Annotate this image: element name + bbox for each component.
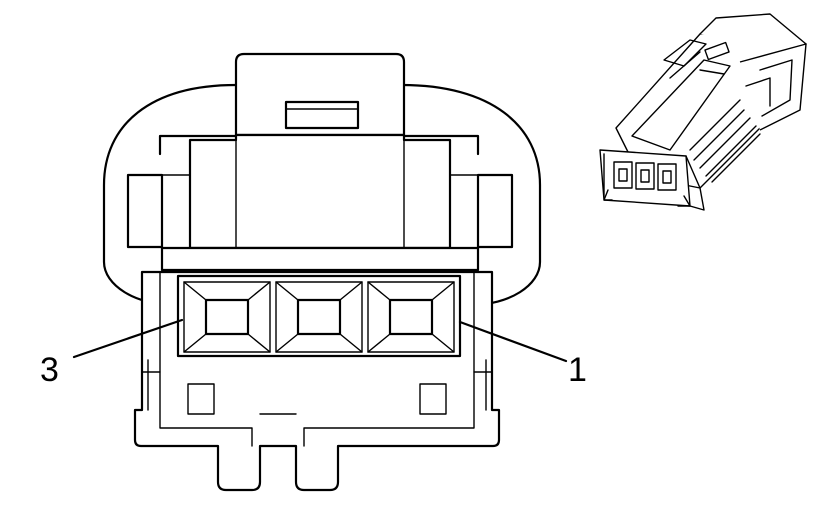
pin-label-1: 1 — [568, 351, 587, 389]
leader-line-pin-1 — [458, 320, 568, 363]
locator-tab-left — [187, 383, 215, 415]
pin-label-3: 3 — [40, 351, 59, 389]
cavity-3 — [183, 281, 271, 353]
inner-body — [188, 133, 452, 250]
connector-face-view: 3 1 — [40, 52, 587, 492]
cavity-2 — [275, 281, 363, 353]
latch-window — [284, 100, 360, 130]
connector-isometric-icon — [599, 13, 807, 211]
shoulder-left — [126, 173, 164, 249]
inner-recess-right — [402, 134, 480, 156]
cavity-1 — [367, 281, 455, 353]
inner-recess-left — [158, 134, 238, 156]
body-shelf — [160, 246, 480, 272]
leader-line-pin-3 — [72, 318, 184, 359]
top-latch — [234, 52, 406, 137]
shoulder-right — [476, 173, 514, 249]
locator-tab-right — [419, 383, 447, 415]
